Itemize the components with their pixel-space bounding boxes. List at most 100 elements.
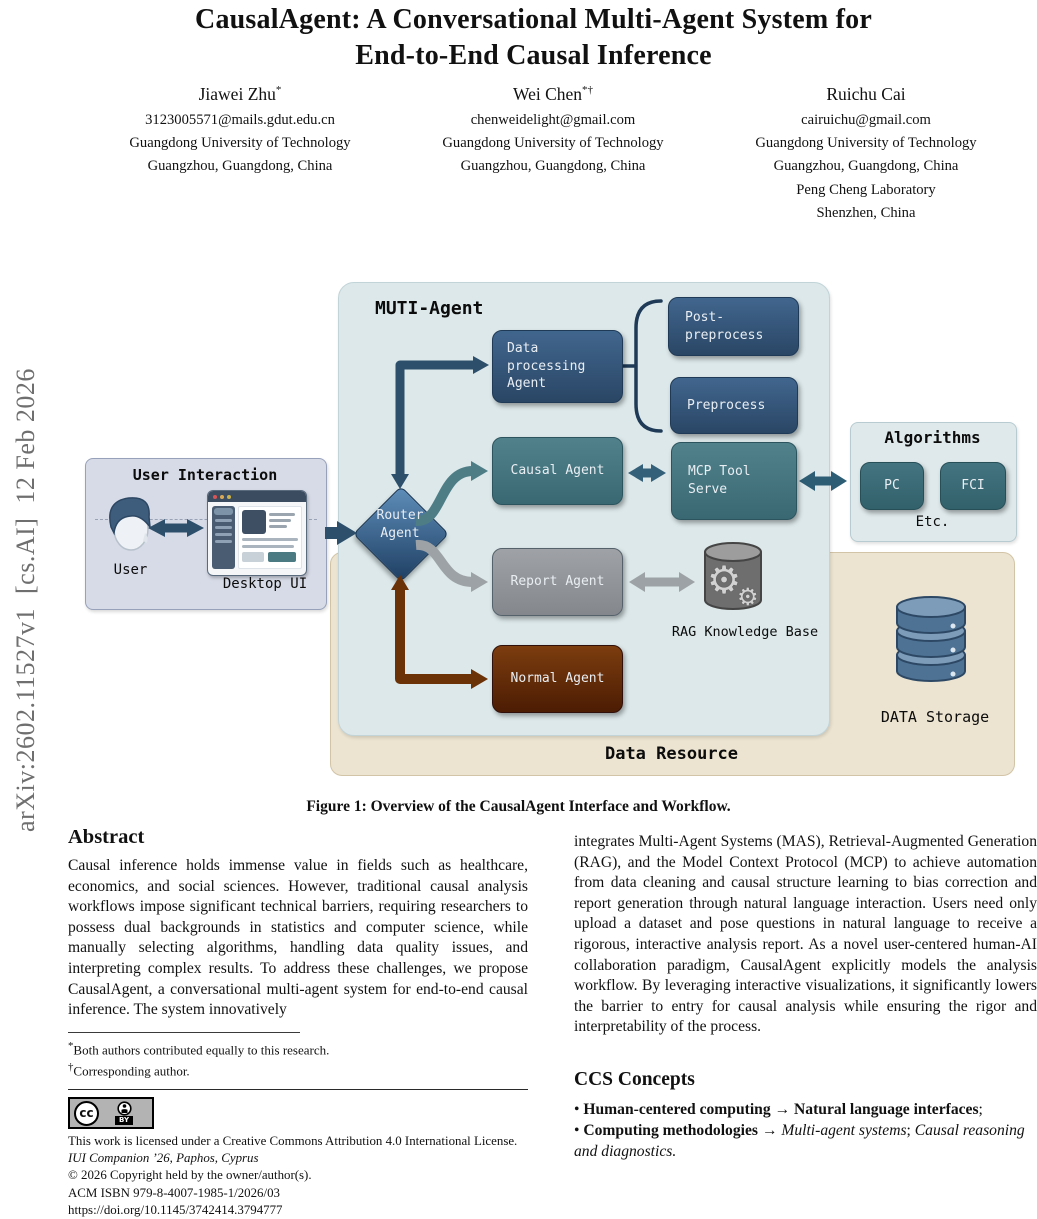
license-statement: This work is licensed under a Creative C…: [68, 1134, 518, 1148]
cc-by-badge: cc BY: [68, 1097, 154, 1129]
author-name-text: Jiawei Zhu: [198, 84, 276, 104]
author-name-text: Ruichu Cai: [826, 84, 906, 104]
footnote-rule: [68, 1031, 300, 1033]
license-rule: [68, 1089, 528, 1090]
author-email: cairuichu@gmail.com: [801, 112, 931, 128]
conference-line: IUI Companion ’26, Paphos, Cyprus: [68, 1151, 259, 1166]
footnote-corresponding: †Corresponding author.: [68, 1059, 528, 1080]
figure-caption: Figure 1: Overview of the CausalAgent In…: [306, 798, 731, 815]
author-name-text: Wei Chen: [512, 84, 583, 104]
ccs-item-2: • Computing methodologies → Multi-agent …: [574, 1120, 1037, 1162]
ccs-subconcept: Causal reasoning and diagnostics.: [574, 1121, 1025, 1160]
gear-icon-large: ⚙: [707, 558, 742, 602]
ccs-separator: ;: [906, 1121, 911, 1139]
footnote-equal-contribution: *Both authors contributed equally to thi…: [68, 1038, 528, 1059]
bullet-icon: •: [574, 1121, 580, 1139]
rag-knowledge-base-label: RAG Knowledge Base: [671, 624, 819, 640]
author-marks: *: [275, 84, 282, 97]
user-profile-icon: [109, 497, 152, 551]
ccs-concept: Computing methodologies: [583, 1121, 758, 1139]
ccs-concepts-heading: CCS Concepts: [574, 1068, 695, 1090]
arxiv-banner: arXiv:2602.11527v1 [cs.AI] 12 Feb 2026: [11, 368, 40, 832]
mock-image-block: [242, 510, 266, 534]
database-stack-icon: [896, 596, 966, 682]
desktop-window-icon: [207, 490, 307, 576]
isbn-line: ACM ISBN 979-8-4007-1985-1/2026/03: [68, 1185, 280, 1200]
left-column: Abstract Causal inference holds immense …: [68, 826, 528, 1219]
dashed-guide-line: [95, 519, 317, 520]
right-column: integrates Multi-Agent Systems (MAS), Re…: [574, 832, 1037, 1162]
author-lab-city: Shenzhen, China: [816, 204, 916, 221]
author-city: Guangzhou, Guangdong, China: [773, 158, 959, 175]
etc-label: Etc.: [915, 514, 950, 530]
window-dot-yellow: [220, 494, 224, 499]
ccs-item-1: • Human-centered computing → Natural lan…: [574, 1099, 1037, 1120]
window-dot-red: [213, 494, 217, 499]
data-storage-label: DATA Storage: [880, 708, 990, 726]
footnote-mark-asterisk: *: [68, 1039, 74, 1052]
mock-button-secondary: [242, 552, 264, 562]
gears-cylinder-icon: [704, 542, 762, 610]
cc-by-icon: BY: [115, 1101, 134, 1125]
title-line-2: End-to-End Causal Inference: [355, 40, 712, 71]
footnote-mark-dagger: †: [68, 1060, 74, 1073]
author-block-jiawei-zhu: Jiawei Zhu* 3123005571@mails.gdut.edu.cn…: [75, 84, 405, 179]
author-affiliation: Guangdong University of Technology: [755, 135, 977, 152]
arrow-glyph: →: [761, 1121, 778, 1139]
report-agent-box: Report Agent: [492, 548, 623, 616]
footnote-text: Corresponding author.: [73, 1063, 190, 1079]
post-preprocess-box: Post- preprocess: [668, 297, 799, 356]
bullet-icon: •: [574, 1100, 580, 1118]
author-name: Ruichu Cai: [701, 84, 1031, 105]
author-city: Guangzhou, Guangdong, China: [147, 158, 333, 175]
algorithms-label: Algorithms: [884, 428, 981, 447]
normal-agent-box: Normal Agent: [492, 645, 623, 713]
copyright-line: © 2026 Copyright held by the owner/autho…: [68, 1168, 312, 1183]
abstract-continued-paragraph: integrates Multi-Agent Systems (MAS), Re…: [574, 833, 1037, 1036]
author-name: Jiawei Zhu*: [75, 84, 405, 105]
author-city: Guangzhou, Guangdong, China: [460, 158, 646, 175]
mock-sidebar: [212, 506, 235, 569]
user-label: User: [113, 562, 148, 578]
mock-body: [208, 502, 306, 573]
data-processing-agent-box: Data processing Agent: [492, 330, 623, 403]
author-marks: *†: [582, 84, 594, 97]
doi-link[interactable]: https://doi.org/10.1145/3742414.3794777: [68, 1202, 283, 1217]
abstract-heading: Abstract: [68, 826, 145, 848]
ccs-separator: ;: [978, 1100, 983, 1118]
mcp-tool-serve-box: MCP Tool Serve: [671, 442, 797, 520]
author-name: Wei Chen*†: [388, 84, 718, 105]
mock-titlebar: [208, 491, 306, 502]
author-email: 3123005571@mails.gdut.edu.cn: [145, 112, 335, 128]
paper-title: CausalAgent: A Conversational Multi-Agen…: [30, 2, 1037, 74]
mock-button-primary: [268, 552, 296, 562]
title-line-1: CausalAgent: A Conversational Multi-Agen…: [195, 4, 872, 35]
fci-algorithm-box: FCI: [940, 462, 1006, 510]
author-email: chenweidelight@gmail.com: [470, 112, 636, 128]
author-affiliation: Guangdong University of Technology: [442, 135, 664, 152]
author-affiliation: Guangdong University of Technology: [129, 135, 351, 152]
preprocess-box: Preprocess: [670, 377, 798, 434]
data-resource-label: Data Resource: [604, 744, 739, 764]
figure-1-diagram: MUTI-Agent User Interaction Algorithms E…: [85, 280, 1017, 778]
by-strip: BY: [115, 1116, 134, 1125]
cc-logo-icon: cc: [74, 1100, 99, 1126]
router-agent-label: Router Agent: [376, 508, 424, 541]
person-icon: [116, 1101, 132, 1116]
abstract-paragraph: Causal inference holds immense value in …: [68, 857, 528, 1019]
user-interaction-label: User Interaction: [132, 466, 278, 484]
ccs-concept: Human-centered computing: [583, 1100, 771, 1118]
license-block: cc BY This work is licensed under a Crea…: [68, 1097, 528, 1219]
arrow-glyph: →: [774, 1100, 791, 1118]
author-block-wei-chen: Wei Chen*† chenweidelight@gmail.com Guan…: [388, 84, 718, 179]
ccs-subconcept: Multi-agent systems: [781, 1121, 907, 1139]
author-lab: Peng Cheng Laboratory: [796, 181, 936, 198]
window-dot-green: [227, 494, 231, 499]
footnote-text: Both authors contributed equally to this…: [73, 1042, 330, 1058]
desktop-ui-label: Desktop UI: [222, 576, 308, 592]
pc-algorithm-box: PC: [860, 462, 924, 510]
ccs-concept: Natural language interfaces: [794, 1100, 979, 1118]
mock-main: [238, 506, 302, 569]
causal-agent-box: Causal Agent: [492, 437, 623, 505]
author-block-ruichu-cai: Ruichu Cai cairuichu@gmail.com Guangdong…: [701, 84, 1031, 225]
